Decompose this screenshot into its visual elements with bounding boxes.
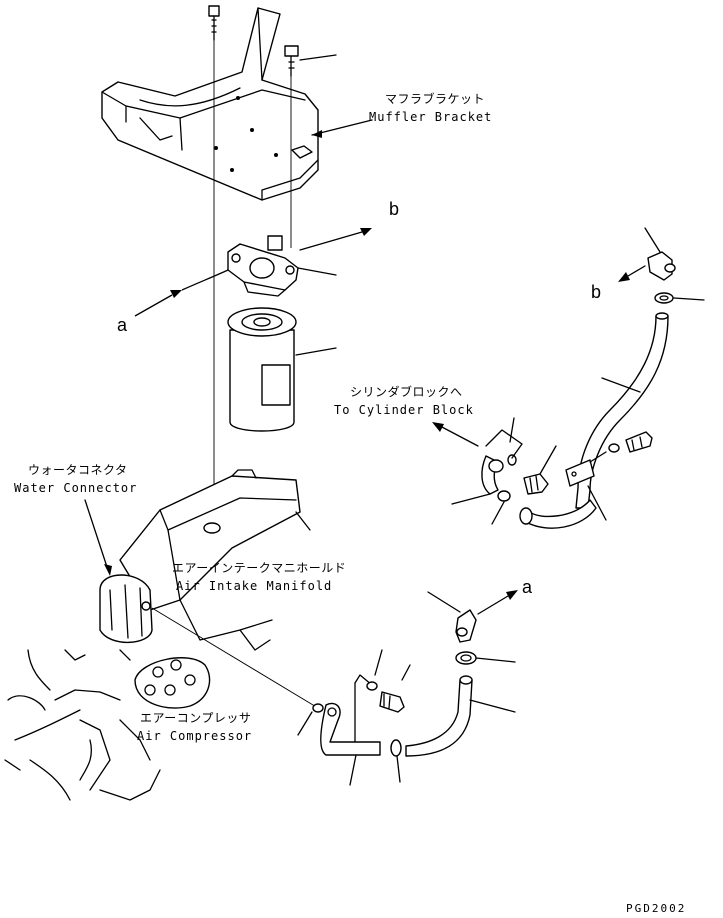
clamp-upper — [654, 292, 674, 304]
reference-a-right: a — [522, 577, 533, 597]
muffler-bracket-label-jp: マフラブラケット — [385, 92, 486, 106]
water-connector-label-jp: ウォータコネクタ — [28, 463, 128, 477]
filter-head — [227, 235, 299, 297]
water-connector-label-en: Water Connector — [14, 481, 138, 495]
muffler-bracket-label-en: Muffler Bracket — [369, 110, 493, 124]
bolt-lower — [379, 664, 411, 713]
water-connector — [99, 574, 153, 644]
muffler-bracket — [101, 7, 319, 201]
washer-lower — [312, 703, 324, 713]
air-intake-manifold — [119, 469, 311, 651]
washer-pair — [497, 454, 517, 502]
elbow-fitting-b — [647, 251, 676, 281]
drawing-code: PGD2002 — [626, 902, 687, 915]
clamp-mid — [455, 651, 477, 665]
lower-fitting-pipe — [320, 702, 381, 756]
engine-outline — [4, 649, 161, 801]
filter-cartridge — [227, 307, 297, 432]
bolt-block — [523, 473, 549, 495]
to-cylinder-block-label-en: To Cylinder Block — [334, 403, 474, 417]
air-compressor-label-jp: エアーコンプレッサ — [140, 711, 252, 725]
pipe-upper — [519, 499, 597, 529]
air-intake-manifold-label-en: Air Intake Manifold — [176, 579, 333, 593]
elbow-fitting-a — [455, 609, 477, 643]
hose-upper — [575, 312, 669, 509]
air-compressor-label-en: Air Compressor — [137, 729, 253, 743]
banjo-fitting — [481, 455, 504, 495]
reference-a-left: a — [117, 315, 128, 335]
reference-b-top: b — [389, 199, 400, 219]
small-washer — [366, 681, 378, 691]
bolt-upper-right — [589, 431, 653, 463]
reference-b-right: b — [591, 282, 602, 302]
clamp-lower — [390, 739, 402, 757]
air-intake-manifold-label-jp: エアーインテークマニホールド — [172, 561, 347, 575]
hose-lower — [405, 675, 473, 757]
bolt-left — [208, 5, 220, 41]
to-cylinder-block-label-jp: シリンダブロックへ — [350, 385, 463, 399]
bolt-right — [284, 45, 337, 77]
air-compressor — [134, 657, 211, 709]
